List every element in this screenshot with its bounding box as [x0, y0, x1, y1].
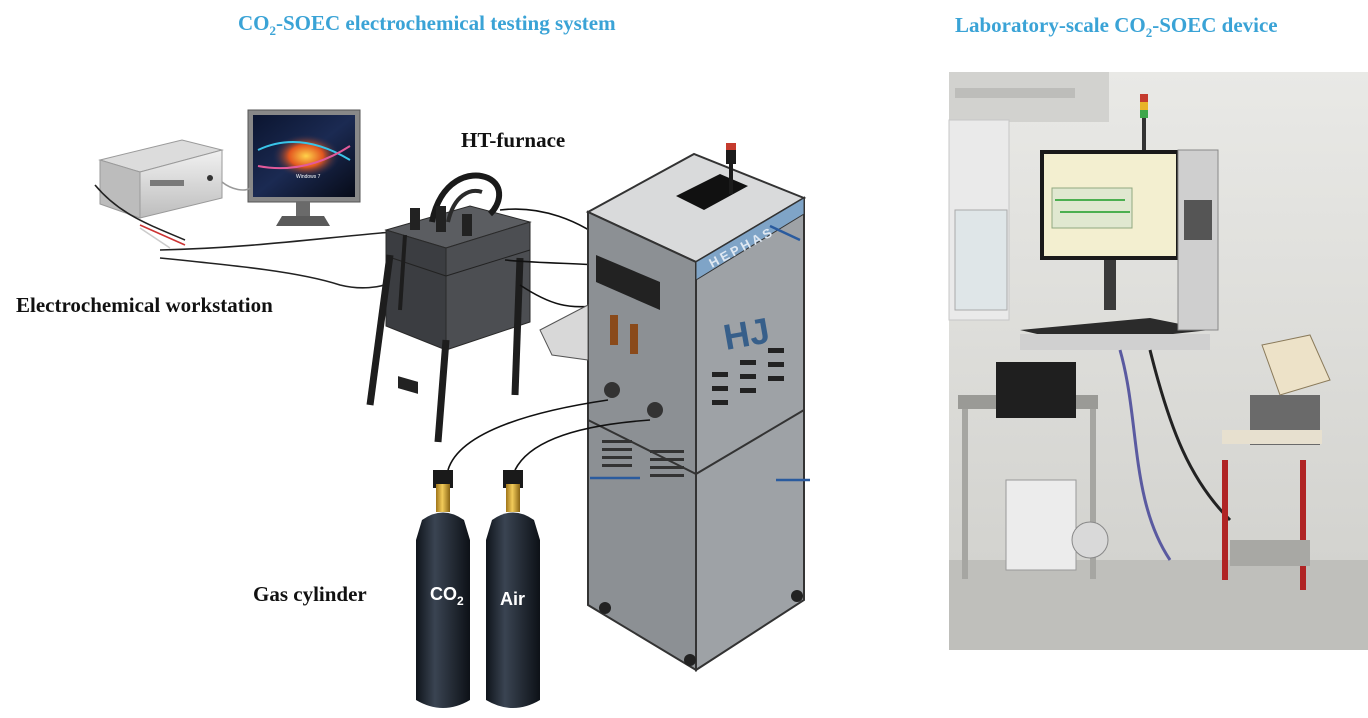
- test-cabinet: HEPHAS HJ: [539, 143, 810, 672]
- co2-cylinder: CO2: [416, 470, 470, 708]
- gas-lines: [447, 399, 651, 471]
- right-title: Laboratory-scale CO2-SOEC device: [955, 13, 1278, 41]
- workstation-box: [98, 139, 224, 219]
- cabinet-logo: HJ: [720, 310, 772, 358]
- workstation-label: Electrochemical workstation: [16, 293, 273, 317]
- ht-furnace: [366, 172, 532, 443]
- left-title: CO2-SOEC electrochemical testing system: [238, 11, 616, 39]
- monitor: Windows 7: [247, 109, 361, 226]
- gas-cylinder-label: Gas cylinder: [253, 582, 367, 606]
- air-cylinder-label: Air: [500, 589, 525, 609]
- furnace-label: HT-furnace: [461, 128, 566, 152]
- co2-cylinder-label: CO2: [430, 584, 464, 608]
- monitor-screen-text: Windows 7: [296, 174, 321, 180]
- air-cylinder: Air: [486, 470, 540, 708]
- workstation-cables: [94, 184, 393, 289]
- lab-photo: [948, 72, 1368, 650]
